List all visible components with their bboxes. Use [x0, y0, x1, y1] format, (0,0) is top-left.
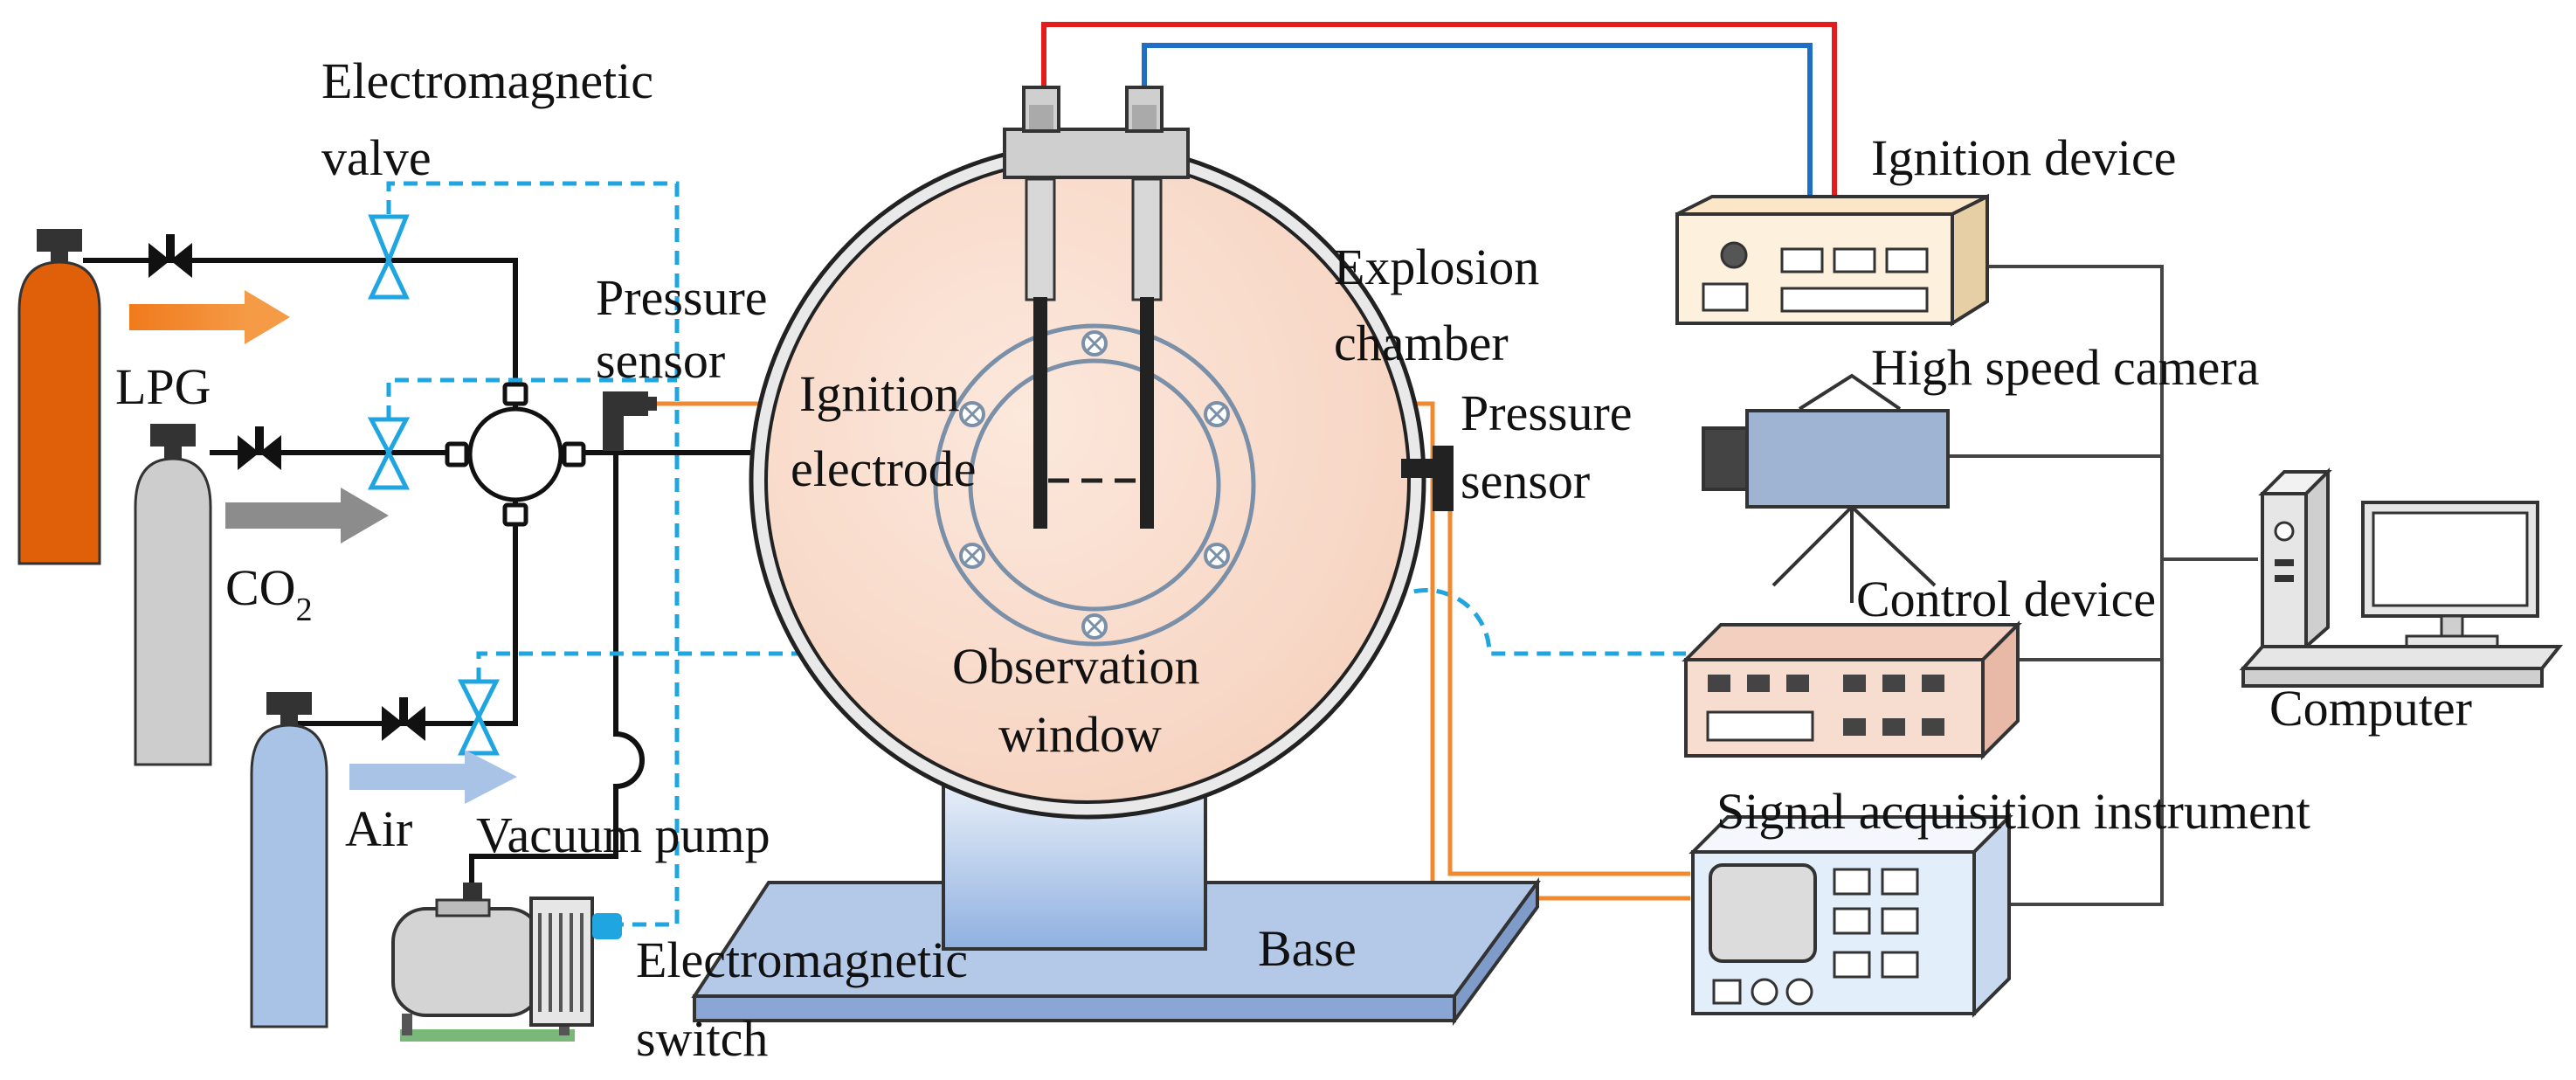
manual-valve-lpg — [148, 234, 192, 278]
control-device — [1682, 620, 2022, 760]
co2-flow-arrow — [225, 488, 389, 543]
label-pressure-sensor-right-line2: sensor — [1461, 453, 1590, 509]
vacuum-pump — [391, 883, 622, 1042]
label-base: Base — [1258, 920, 1357, 977]
ignition-wires — [1041, 22, 1837, 197]
pressure-sensor-right — [1401, 446, 1454, 511]
label-co2-subscript: 2 — [296, 592, 313, 628]
electromagnetic-valve-air — [457, 679, 501, 756]
label-lpg: LPG — [115, 358, 211, 415]
label-observation-window-line1: Observation — [952, 638, 1200, 695]
lpg-cylinder — [17, 229, 101, 565]
label-explosion-chamber-line1: Explosion — [1334, 239, 1539, 295]
label-electromagnetic-valve-line1: Electromagnetic — [321, 52, 653, 109]
manual-valve-co2 — [238, 426, 281, 470]
label-ignition-electrode-line1: Ignition — [799, 365, 960, 422]
observation-window — [933, 323, 1256, 647]
label-electromagnetic-switch-line2: switch — [636, 1010, 768, 1067]
label-co2: CO2 — [225, 559, 313, 628]
ignition-electrodes — [1025, 177, 1163, 529]
label-pressure-sensor-left-line2: sensor — [596, 332, 725, 389]
label-vacuum-pump: Vacuum pump — [476, 807, 770, 863]
gas-mixing-junction — [445, 382, 586, 527]
label-air: Air — [345, 800, 412, 857]
electrode-terminal-block — [1003, 86, 1190, 179]
label-observation-window-line2: window — [998, 706, 1162, 763]
lpg-flow-arrow — [129, 290, 290, 344]
pressure-sensor-left — [603, 391, 657, 451]
air-flow-arrow — [349, 750, 517, 804]
label-pressure-sensor-right-line1: Pressure — [1461, 384, 1633, 441]
label-ignition-device: Ignition device — [1871, 129, 2177, 186]
electromagnetic-valve-co2 — [367, 417, 411, 490]
label-high-speed-camera: High speed camera — [1871, 339, 2259, 396]
label-electromagnetic-switch-line1: Electromagnetic — [636, 931, 968, 988]
manual-valve-air — [382, 697, 425, 741]
label-co2-main: CO — [225, 559, 296, 616]
ignition-device — [1675, 193, 1989, 327]
label-computer: Computer — [2269, 680, 2472, 737]
label-explosion-chamber-line2: chamber — [1334, 315, 1509, 371]
electromagnetic-valve-lpg — [368, 214, 410, 300]
signal-acquisition-instrument — [1689, 813, 2013, 1018]
label-ignition-electrode-line2: electrode — [791, 440, 977, 497]
device-bus-lines — [1948, 265, 2258, 906]
window-bolt-marks — [963, 335, 1226, 635]
label-pressure-sensor-left-line1: Pressure — [596, 269, 768, 326]
label-electromagnetic-valve-line2: valve — [321, 129, 432, 186]
high-speed-camera — [1702, 373, 1950, 603]
air-cylinder — [250, 692, 328, 1028]
computer — [2239, 467, 2564, 688]
labels: Electromagnetic valve LPG CO2 Air Vacuum… — [115, 52, 2472, 1067]
co2-cylinder — [134, 424, 212, 766]
label-signal-acquisition-instrument: Signal acquisition instrument — [1716, 783, 2310, 840]
label-control-device: Control device — [1856, 571, 2156, 627]
